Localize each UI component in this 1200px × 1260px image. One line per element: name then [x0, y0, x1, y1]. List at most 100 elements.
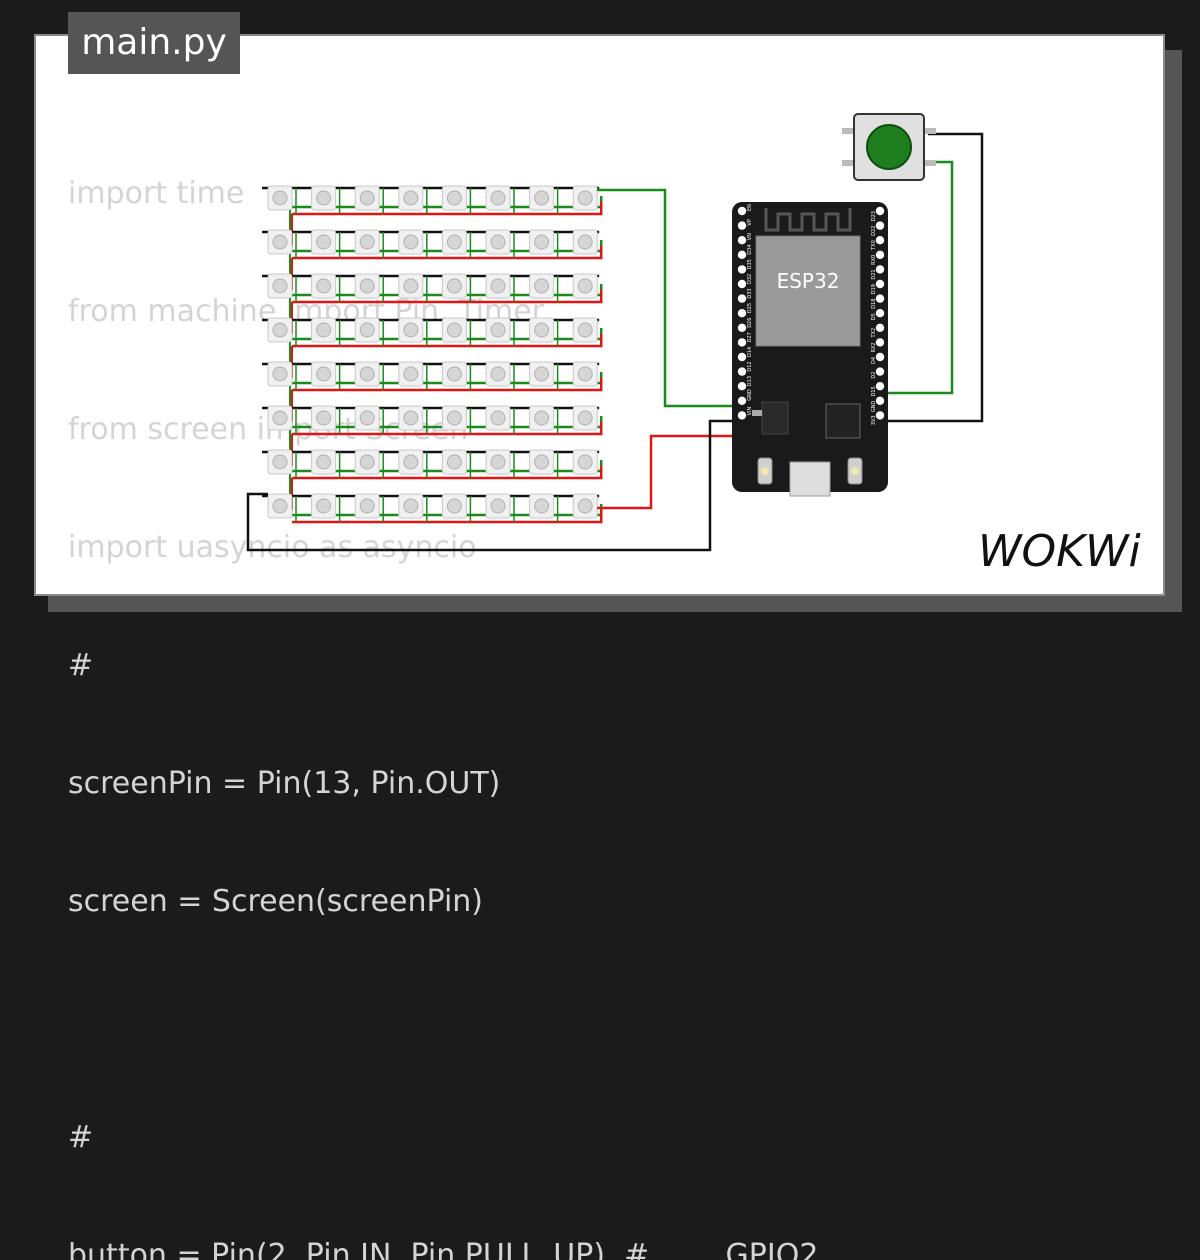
board-pin[interactable]	[875, 294, 885, 303]
led-pixel	[398, 361, 428, 390]
pin-label: D15	[871, 386, 877, 396]
board-pin[interactable]	[737, 250, 747, 259]
esp32-module	[755, 235, 861, 347]
led-pixel	[441, 405, 472, 434]
code-line: screenPin = Pin(13, Pin.OUT)	[68, 766, 501, 801]
led-pixel	[398, 273, 428, 302]
pin-label: D22	[871, 226, 877, 236]
code-line: import uasyncio as asyncio	[68, 530, 477, 565]
board-pin[interactable]	[875, 279, 885, 289]
led-pixel	[572, 273, 598, 299]
led-pixel	[485, 449, 515, 478]
pin-label: GND	[747, 389, 753, 401]
board-pins: END23VPD22VNTX0D34RX0D35D21D32D19D33D18D…	[737, 204, 885, 425]
board-pin[interactable]	[737, 352, 747, 362]
board-pin[interactable]	[875, 309, 885, 318]
led-pixel	[485, 361, 515, 390]
board-pin[interactable]	[875, 250, 885, 259]
board-pin[interactable]	[875, 236, 885, 245]
led-pixel	[441, 229, 472, 258]
board-pin[interactable]	[737, 294, 747, 303]
board-pin[interactable]	[875, 352, 885, 362]
led-pixel	[311, 317, 341, 346]
pin-label: D27	[747, 332, 753, 342]
pin-label: D21	[871, 269, 877, 279]
esp32-label: ESP32	[777, 269, 840, 293]
led-pixel	[267, 449, 297, 478]
board-pin[interactable]	[875, 221, 885, 230]
board-pin[interactable]	[737, 323, 747, 332]
led-pixel	[311, 493, 341, 522]
pin-label: D13	[747, 376, 753, 386]
pushbutton[interactable]	[842, 113, 936, 181]
board-pin[interactable]	[737, 236, 747, 245]
pin-label: D5	[871, 313, 877, 320]
wire-vin	[597, 434, 742, 510]
led-pixel	[572, 405, 598, 431]
pin-label: EN	[747, 204, 753, 211]
led-pixel	[354, 405, 384, 434]
board-pin[interactable]	[737, 367, 747, 376]
code-line: screen = Screen(screenPin)	[68, 884, 483, 919]
board-pin[interactable]	[875, 382, 885, 391]
board-pin[interactable]	[737, 411, 747, 420]
led-matrix[interactable]	[262, 185, 603, 524]
board-pin[interactable]	[737, 338, 747, 347]
led-pixel	[267, 493, 297, 522]
board-pin[interactable]	[737, 382, 747, 391]
pin-label: D33	[747, 288, 753, 298]
board-pin[interactable]	[737, 265, 747, 274]
pin-label: RX0	[871, 255, 877, 265]
board-pin[interactable]	[875, 396, 885, 405]
file-tab-main[interactable]: main.py	[68, 12, 240, 74]
led-pixel	[529, 493, 559, 522]
led-pixel	[572, 229, 598, 255]
wire-data-in	[597, 188, 742, 408]
board-pin[interactable]	[737, 396, 747, 405]
pin-label: RX2	[871, 342, 877, 352]
brand-name: WOKWi	[978, 526, 1141, 576]
led-pixel	[441, 185, 472, 214]
usb-chip	[825, 403, 861, 439]
board-pin[interactable]	[875, 265, 885, 274]
led-pixel	[572, 361, 598, 387]
led-pixel	[354, 317, 384, 346]
board-pin[interactable]	[737, 279, 747, 289]
led-pixel	[485, 405, 515, 434]
led-pixel	[398, 317, 428, 346]
pin-label: D23	[871, 211, 877, 221]
pin-label: D4	[871, 357, 877, 364]
button-cap[interactable]	[866, 124, 912, 170]
wire-button-gpio2	[880, 160, 954, 395]
pin-label: GND	[871, 401, 877, 413]
led-pixel	[485, 317, 515, 346]
led-pixel	[267, 405, 297, 434]
esp32-board[interactable]: ESP32 END23VPD22VNTX0D34RX0D35D21D32D19D…	[732, 202, 888, 497]
pin-label: D19	[871, 284, 877, 294]
led-pixel	[267, 229, 297, 258]
circuit-diagram: ESP32 END23VPD22VNTX0D34RX0D35D21D32D19D…	[246, 113, 984, 552]
led-pixel	[398, 405, 428, 434]
led-pixel	[267, 361, 297, 390]
led-pixel	[311, 449, 341, 478]
board-pin[interactable]	[737, 309, 747, 318]
led-pixel	[267, 185, 297, 214]
led-pixel	[572, 493, 598, 519]
led-pixel	[529, 229, 559, 258]
board-pin[interactable]	[737, 221, 747, 230]
board-pin[interactable]	[875, 338, 885, 347]
led-pixel	[267, 273, 297, 302]
pin-label: D32	[747, 274, 753, 284]
led-pixel	[572, 317, 598, 343]
led-pixel	[529, 449, 559, 478]
pin-label: D25	[747, 303, 753, 313]
board-pin[interactable]	[875, 411, 885, 420]
board-pin[interactable]	[737, 206, 747, 216]
pin-label: VP	[747, 219, 753, 225]
pin-label: TX0	[871, 240, 877, 251]
board-pin[interactable]	[875, 367, 885, 376]
led-pixel	[529, 361, 559, 390]
led-pixel	[485, 185, 515, 214]
board-pin[interactable]	[875, 206, 885, 216]
board-pin[interactable]	[875, 323, 885, 332]
